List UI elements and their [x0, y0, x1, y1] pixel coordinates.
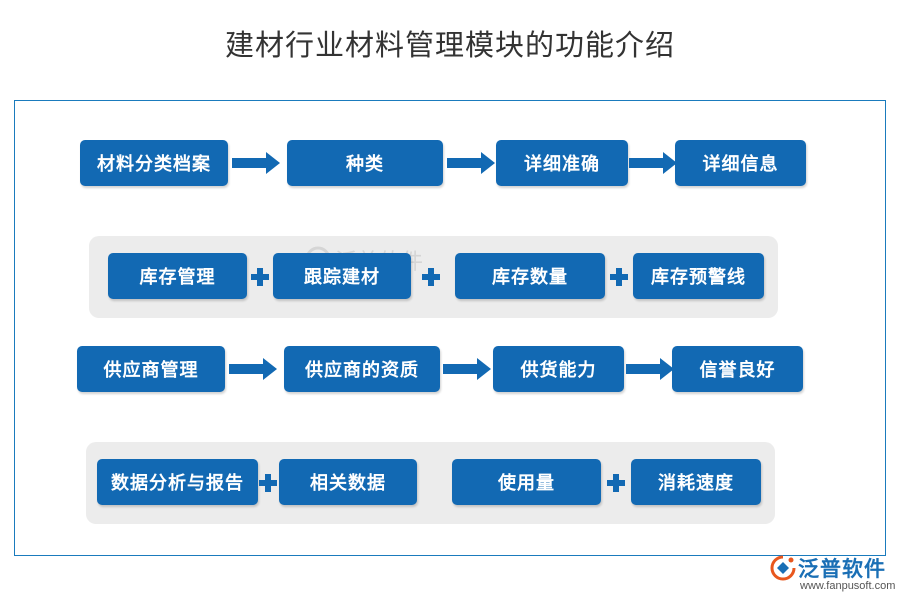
node-types: 种类 [287, 140, 443, 186]
arrow-right-icon [443, 358, 491, 380]
node-track-materials: 跟踪建材 [273, 253, 411, 299]
brand-url: www.fanpusoft.com [800, 580, 896, 592]
node-supplier-management: 供应商管理 [77, 346, 225, 392]
brand-name: 泛普软件 [798, 557, 886, 581]
node-inventory-management: 库存管理 [108, 253, 247, 299]
node-material-category-archive: 材料分类档案 [80, 140, 228, 186]
arrow-right-icon [229, 358, 277, 380]
node-supply-capacity: 供货能力 [493, 346, 624, 392]
plus-icon [259, 474, 277, 492]
node-detailed-info: 详细信息 [675, 140, 806, 186]
plus-icon [610, 268, 628, 286]
node-inventory-warning-line: 库存预警线 [633, 253, 764, 299]
node-data-analysis-report: 数据分析与报告 [97, 459, 258, 505]
node-consumption-rate: 消耗速度 [631, 459, 761, 505]
node-related-data: 相关数据 [279, 459, 417, 505]
diagram-frame [14, 100, 886, 556]
node-inventory-quantity: 库存数量 [455, 253, 605, 299]
fanpu-logo-icon [770, 555, 796, 581]
diagram-title: 建材行业材料管理模块的功能介绍 [224, 28, 675, 62]
arrow-right-icon [629, 152, 677, 174]
plus-icon [607, 474, 625, 492]
arrow-right-icon [232, 152, 280, 174]
node-usage-amount: 使用量 [452, 459, 601, 505]
node-detailed-accurate: 详细准确 [496, 140, 628, 186]
arrow-right-icon [626, 358, 674, 380]
brand-logo: 泛普软件 www.fanpusoft.com [770, 553, 896, 597]
plus-icon [251, 268, 269, 286]
node-good-reputation: 信誉良好 [672, 346, 803, 392]
node-supplier-qualification: 供应商的资质 [284, 346, 440, 392]
plus-icon [422, 268, 440, 286]
arrow-right-icon [447, 152, 495, 174]
